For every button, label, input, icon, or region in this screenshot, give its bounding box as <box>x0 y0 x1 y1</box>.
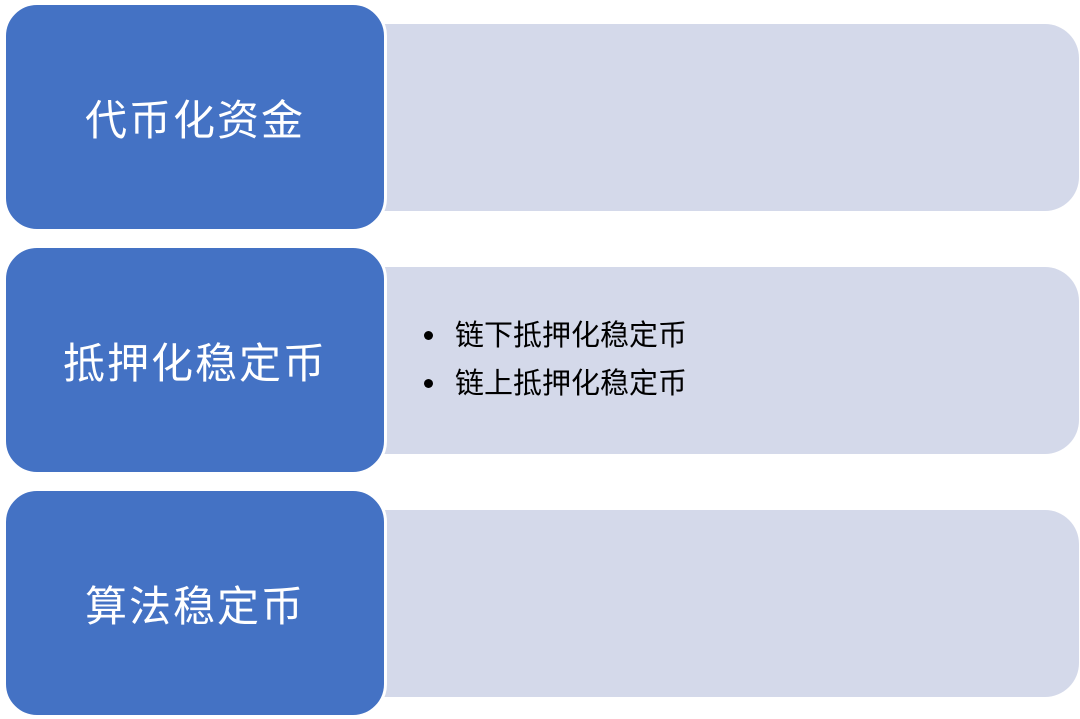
category-row-tokenized-funds: 代币化资金 <box>0 2 1080 232</box>
category-row-algorithmic-stablecoins: 算法稳定币 <box>0 488 1080 718</box>
content-panel <box>300 24 1079 211</box>
list-item: 链下抵押化稳定币 <box>422 311 687 359</box>
list-item-text: 链上抵押化稳定币 <box>455 366 688 400</box>
category-tile: 代币化资金 <box>3 2 387 232</box>
category-title: 抵押化稳定币 <box>62 338 327 388</box>
bullet-list: 链下抵押化稳定币 链上抵押化稳定币 <box>422 311 687 407</box>
content-panel <box>300 510 1079 697</box>
content-panel: 链下抵押化稳定币 链上抵押化稳定币 <box>300 267 1079 454</box>
category-title: 算法稳定币 <box>84 581 305 631</box>
list-item: 链上抵押化稳定币 <box>422 359 687 407</box>
category-title: 代币化资金 <box>84 95 305 145</box>
bullet-dot-icon <box>424 379 433 388</box>
list-item-text: 链下抵押化稳定币 <box>455 318 688 352</box>
category-row-collateralized-stablecoins: 链下抵押化稳定币 链上抵押化稳定币 抵押化稳定币 <box>0 245 1080 475</box>
category-tile: 抵押化稳定币 <box>3 245 387 475</box>
bullet-dot-icon <box>424 331 433 340</box>
category-tile: 算法稳定币 <box>3 488 387 718</box>
